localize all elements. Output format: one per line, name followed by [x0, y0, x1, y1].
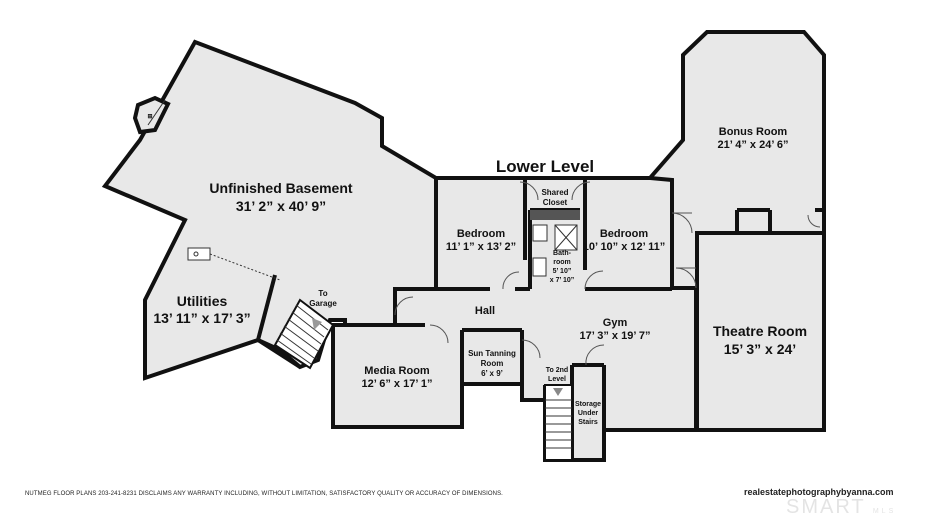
gym-dims: 17’ 3” x 19’ 7” [580, 330, 651, 342]
utility-equipment [187, 247, 211, 261]
unfinished-basement-dims: 31’ 2” x 40’ 9” [236, 198, 326, 214]
bedroom-right-dims: 10’ 10” x 12’ 11” [583, 241, 666, 253]
sun-tanning-line1: Sun Tanning [468, 349, 516, 358]
theatre-room-area [695, 231, 826, 432]
unfinished-basement-area [101, 39, 438, 381]
sun-tanning-dims: 6’ x 9’ [481, 369, 503, 378]
bathroom-line3: 5’ 10” [553, 268, 572, 275]
bathroom-line2: room [553, 259, 571, 266]
shared-closet-line1: Shared [541, 188, 568, 197]
storage-line1: Storage [575, 401, 601, 408]
sun-tanning-line2: Room [481, 359, 504, 368]
bedroom-left-name: Bedroom [457, 228, 506, 240]
bathroom-line1: Bath- [553, 250, 572, 257]
bay-window [132, 95, 171, 135]
watermark-text: SMART [786, 496, 866, 518]
bedroom-right-name: Bedroom [600, 228, 649, 240]
disclaimer-text: NUTMEG FLOOR PLANS 203-241-8231 DISCLAIM… [25, 491, 503, 497]
to-garage-line1: To [318, 289, 327, 298]
watermark-logo: SMART MLS [786, 496, 896, 519]
shared-closet-line2: Closet [543, 198, 568, 207]
bedroom-left-dims: 11’ 1” x 13’ 2” [446, 241, 516, 253]
stairs-to-2nd-level [544, 384, 573, 461]
floor-title: Lower Level [496, 157, 594, 176]
media-room-name: Media Room [364, 365, 430, 377]
utilities-name: Utilities [177, 293, 228, 309]
stairs-to-garage [273, 298, 335, 370]
website-link[interactable]: realestatephotographybyanna.com [744, 487, 894, 497]
hall-name: Hall [475, 305, 495, 317]
media-room-dims: 12’ 6” x 17’ 1” [362, 378, 433, 390]
gym-name: Gym [603, 317, 628, 329]
storage-line3: Stairs [578, 419, 598, 426]
bonus-room-name: Bonus Room [719, 126, 788, 138]
watermark-sub: MLS [872, 508, 897, 515]
to-2nd-line2: Level [548, 376, 566, 383]
theatre-room-dims: 15’ 3” x 24’ [724, 341, 796, 357]
bathroom-fixtures [530, 210, 580, 277]
to-garage-line2: Garage [309, 299, 337, 308]
to-2nd-line1: To 2nd [546, 367, 568, 374]
bonus-room-dims: 21’ 4” x 24’ 6” [718, 139, 789, 151]
theatre-room-name: Theatre Room [713, 323, 807, 339]
bathroom-line4: x 7’ 10” [550, 277, 575, 284]
storage-line2: Under [578, 410, 599, 417]
utilities-dims: 13’ 11” x 17’ 3” [153, 310, 250, 326]
unfinished-basement-name: Unfinished Basement [209, 180, 352, 196]
svg-text:⊞: ⊞ [147, 114, 152, 120]
